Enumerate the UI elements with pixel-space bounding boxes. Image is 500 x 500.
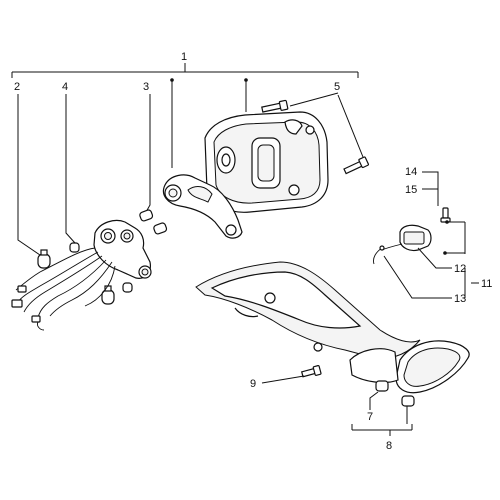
- reflector-bracket: [162, 174, 243, 239]
- bulb-2-right: [101, 285, 115, 305]
- callout-label-14: 14: [405, 166, 417, 178]
- screw-9: [300, 364, 322, 378]
- wiring-harness: [11, 247, 116, 331]
- tail-lens: [349, 340, 470, 394]
- callout-group-14: 14: [405, 166, 439, 206]
- callout-label-12: 12: [454, 263, 466, 275]
- callout-group-3: 3: [143, 81, 151, 213]
- license-light-cable: [373, 243, 403, 265]
- screw-5-lower: [343, 156, 370, 175]
- bulb-2-left: [37, 249, 51, 269]
- callout-group-2: 2: [14, 81, 41, 256]
- callout-1-leaders: [170, 78, 248, 168]
- screw-5-upper: [261, 99, 289, 113]
- callout-group-5: 5: [289, 81, 366, 163]
- callout-label-2: 2: [14, 81, 20, 93]
- callout-label-13: 13: [454, 293, 466, 305]
- rear-mudguard-cover: [195, 261, 421, 359]
- callout-label-4: 4: [62, 81, 68, 93]
- license-light-body: [399, 224, 432, 252]
- callout-group-4: 4: [62, 81, 76, 244]
- callout-group-12: 12: [417, 247, 466, 275]
- screw-15: [440, 207, 451, 223]
- callout-label-8: 8: [386, 440, 392, 452]
- bulb-4-upper: [69, 242, 80, 253]
- callout-label-7: 7: [367, 411, 373, 423]
- callout-label-3: 3: [143, 81, 149, 93]
- bulb-holder-plate: [93, 219, 152, 279]
- callout-group-15: 15: [405, 184, 438, 196]
- callout-label-5: 5: [334, 81, 340, 93]
- callout-group-1: 1: [11, 51, 359, 78]
- callout-group-8: 8: [351, 406, 413, 452]
- callout-label-1: 1: [181, 51, 187, 63]
- bush-7: [375, 380, 389, 392]
- callout-label-11: 11: [481, 278, 492, 290]
- bulb-4-lower: [122, 282, 133, 293]
- lamp-housing: [204, 111, 329, 213]
- callout-label-15: 15: [405, 184, 417, 196]
- callout-group-7: 7: [367, 391, 379, 423]
- bush-3: [139, 209, 168, 235]
- callout-label-9: 9: [250, 378, 256, 390]
- bush-8: [401, 395, 415, 407]
- callout-group-11: 11: [443, 220, 492, 298]
- callout-group-9: 9: [250, 375, 305, 390]
- callout-group-13: 13: [383, 255, 466, 305]
